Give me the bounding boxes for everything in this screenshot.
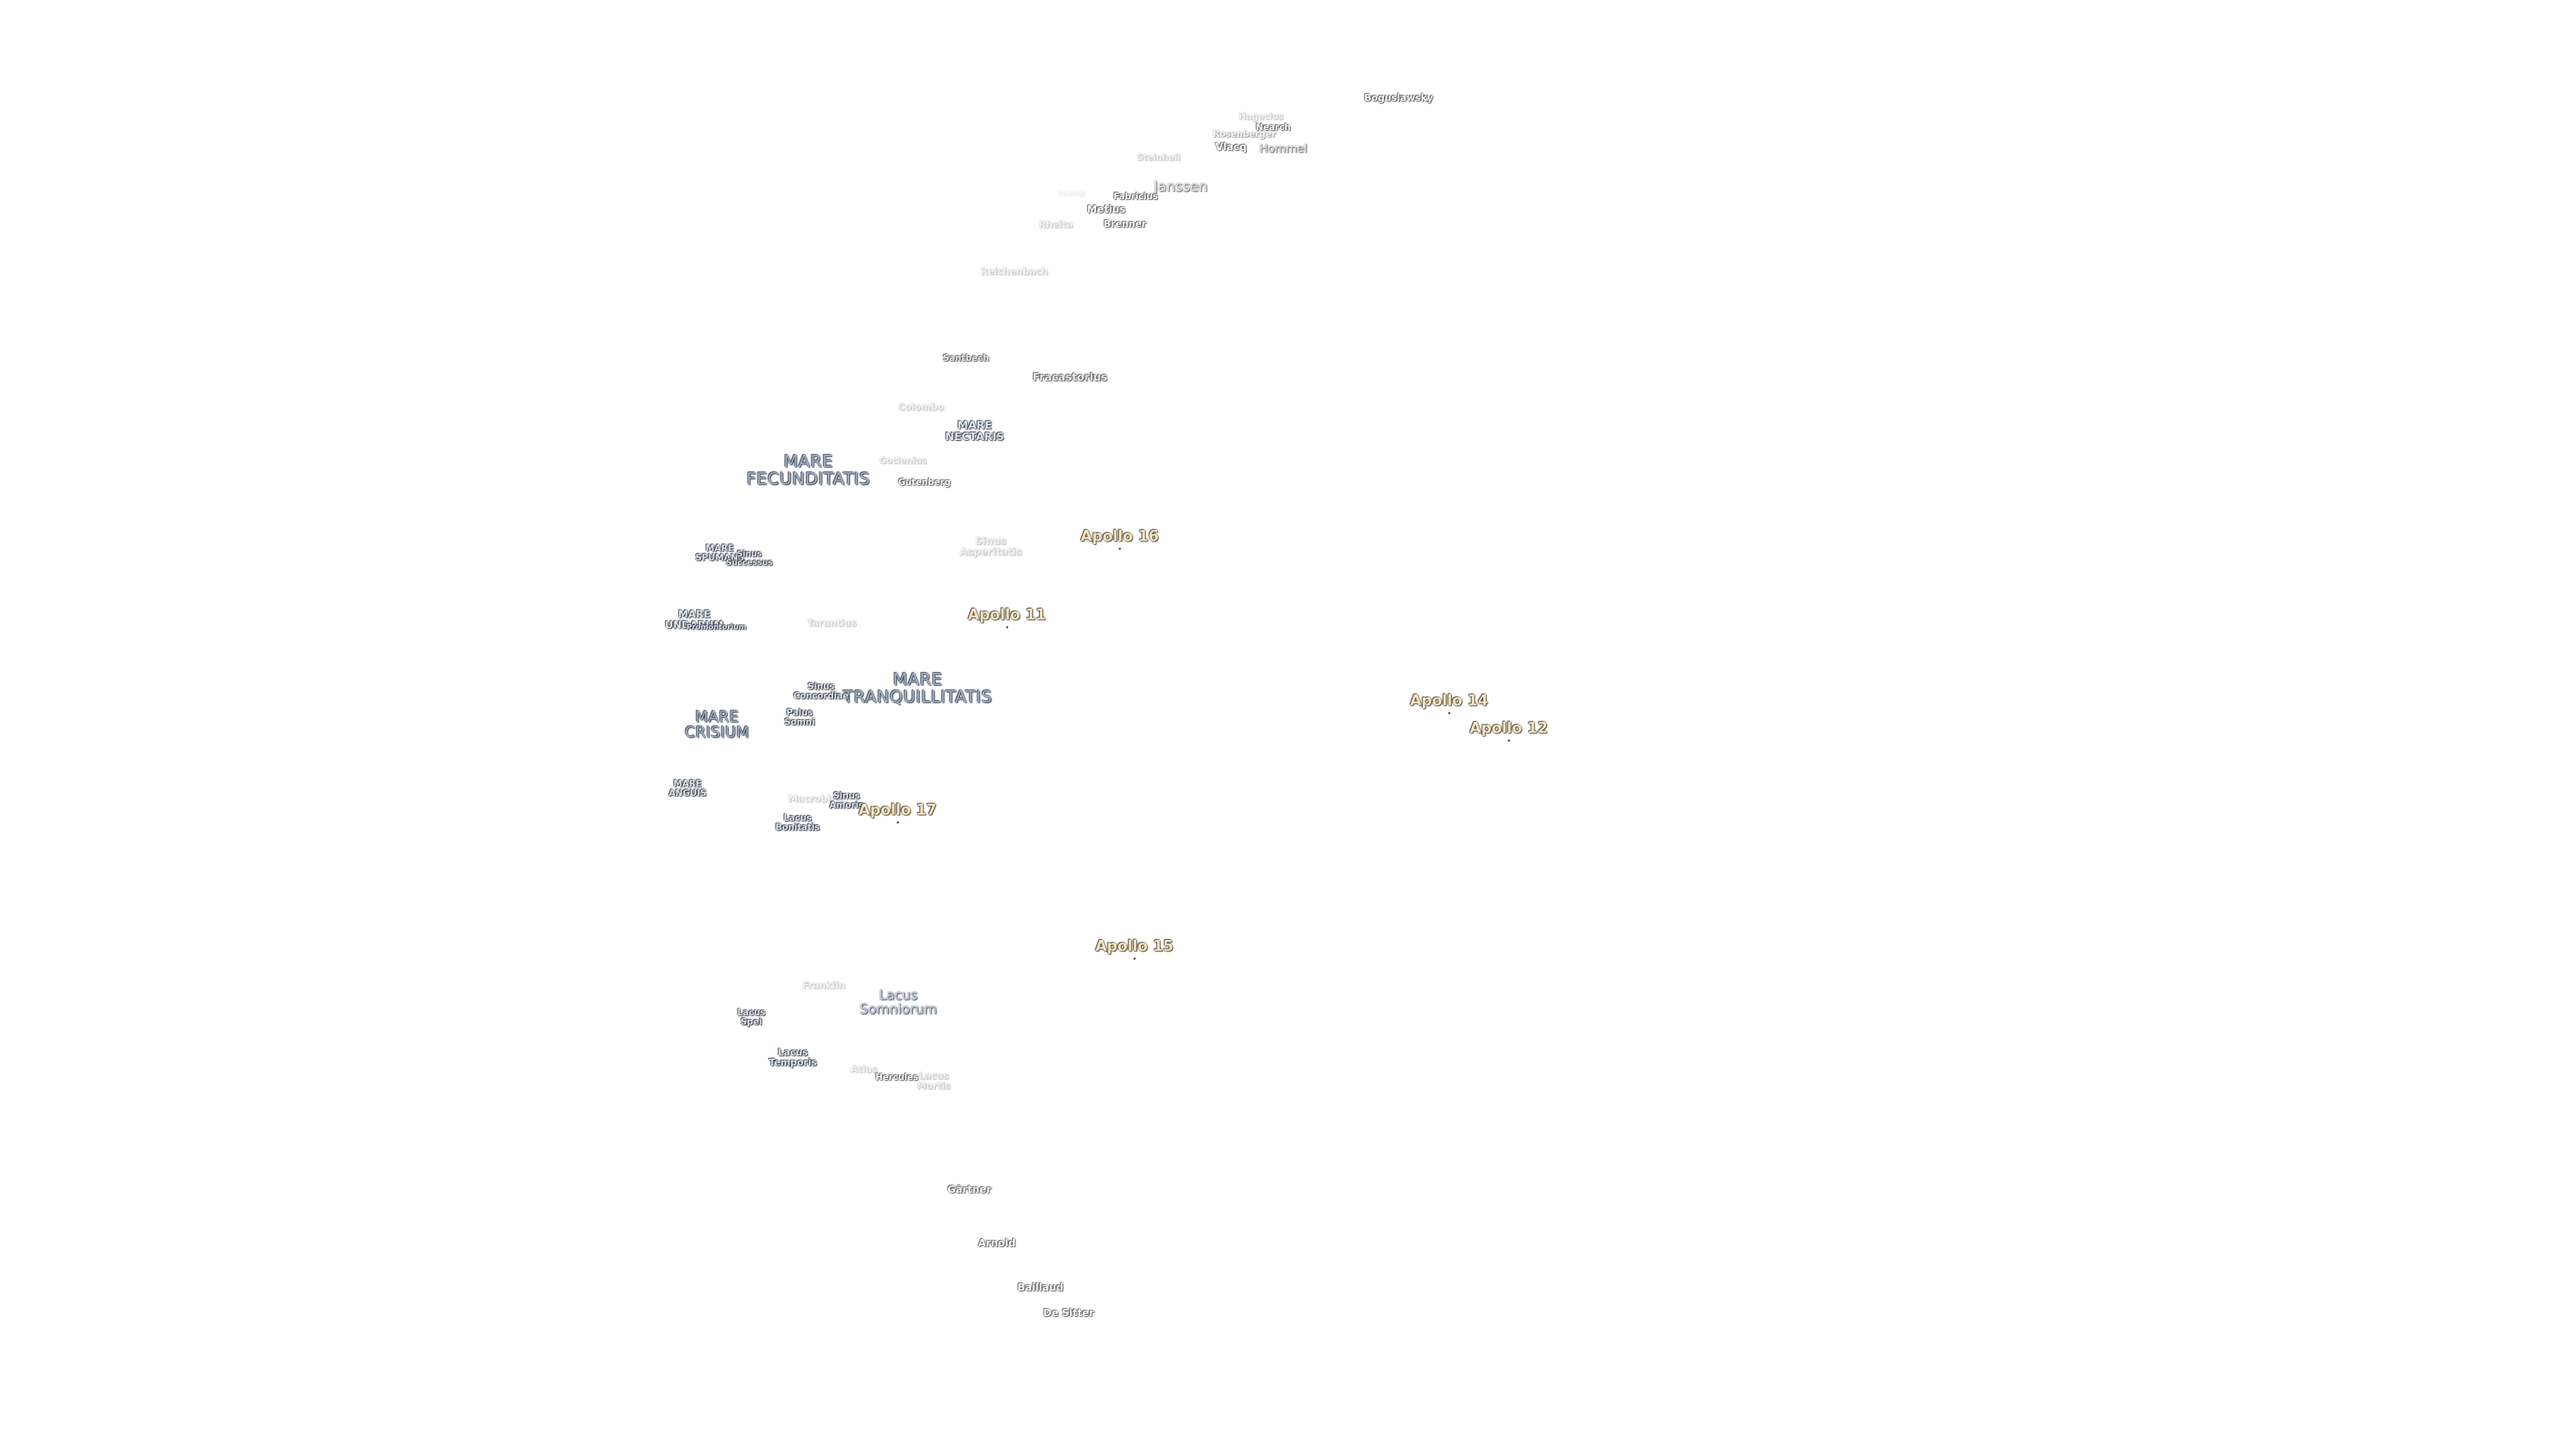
crater-label-franklin[interactable]: Franklin: [802, 980, 845, 991]
apollo-17-landing-site[interactable]: Apollo 17: [858, 802, 937, 824]
promontorium-label[interactable]: Promontorium: [686, 623, 747, 632]
crater-label-rosenberger[interactable]: Rosenberger: [1213, 129, 1276, 140]
mare-label-tranquillitatis[interactable]: MARE TRANQUILLITATIS: [843, 669, 993, 706]
mare-label-anguis[interactable]: MARE ANGUIS: [668, 779, 707, 798]
crater-label-nearch[interactable]: Nearch: [1256, 123, 1291, 133]
crater-label-vlacq[interactable]: Vlacq: [1215, 141, 1247, 154]
crater-label-metius[interactable]: Metius: [1087, 203, 1126, 216]
crater-label-boguslawsky[interactable]: Boguslawsky: [1364, 93, 1434, 104]
crater-label-rheita[interactable]: Rheita: [1038, 219, 1073, 231]
lacus-label-temporis[interactable]: Lacus Temporis: [769, 1047, 817, 1068]
mare-label-fecunditatis[interactable]: MARE FECUNDITATIS: [746, 451, 871, 488]
crater-label-atlas[interactable]: Atlas: [850, 1064, 878, 1075]
apollo-11-landing-site[interactable]: Apollo 11: [967, 606, 1046, 629]
sinus-label-successus[interactable]: Sinus Successus: [726, 549, 773, 567]
crater-label-baillaud[interactable]: Baillaud: [1017, 1281, 1064, 1294]
crater-label-goclenius[interactable]: Goclenius: [879, 456, 927, 467]
sinus-label-amoris[interactable]: Sinus Amoris: [829, 791, 864, 810]
mare-label-crisium[interactable]: MARE CRISIUM: [684, 708, 750, 741]
lacus-label-somniorum[interactable]: Lacus Somniorum: [859, 987, 937, 1017]
crater-label-gutenberg[interactable]: Gutenberg: [898, 478, 951, 488]
crater-label-hommel[interactable]: Hommel: [1259, 142, 1307, 156]
crater-label-hercules[interactable]: Hercules: [875, 1073, 919, 1083]
crater-label-young[interactable]: Young: [1057, 189, 1085, 199]
crater-label-colombo[interactable]: Colombo: [898, 402, 945, 413]
palus-label-somni[interactable]: Palus Somni: [784, 708, 815, 727]
crater-label-macrobius[interactable]: Macrobius: [788, 794, 843, 805]
mare-label-spumans[interactable]: MARE SPUMANS: [695, 543, 745, 563]
sinus-label-concordiae[interactable]: Sinus Concordiae: [793, 682, 849, 701]
crater-label-de-sitter[interactable]: De Sitter: [1043, 1307, 1094, 1320]
crater-label-fracastorius[interactable]: Fracastorius: [1032, 370, 1108, 384]
crater-label-arnold[interactable]: Arnold: [978, 1237, 1016, 1250]
apollo-14-landing-site[interactable]: Apollo 14: [1409, 692, 1489, 714]
lacus-label-mortis[interactable]: Lacus Mortis: [916, 1071, 951, 1091]
crater-label-fabricius[interactable]: Fabricius: [1113, 192, 1159, 203]
crater-label-santbech[interactable]: Santbech: [943, 354, 989, 364]
lacus-label-bonitatis[interactable]: Lacus Bonitatis: [775, 813, 820, 833]
apollo-16-landing-site[interactable]: Apollo 16: [1080, 528, 1159, 550]
crater-label-hagecius[interactable]: Hagecius: [1238, 112, 1284, 123]
crater-label-brenner[interactable]: Brenner: [1104, 219, 1146, 230]
mare-label-nectaris[interactable]: MARE NECTARIS: [945, 419, 1004, 443]
crater-label-steinheil[interactable]: Steinheil: [1136, 153, 1181, 164]
crater-label-gartner[interactable]: Gärtner: [947, 1183, 991, 1196]
mare-label-undarum[interactable]: MARE UNDARUM: [665, 608, 724, 631]
apollo-12-landing-site[interactable]: Apollo 12: [1469, 720, 1548, 742]
sinus-label-asperitatis[interactable]: Sinus Asperitatis: [959, 535, 1022, 557]
apollo-15-landing-site[interactable]: Apollo 15: [1095, 938, 1174, 960]
crater-label-janssen[interactable]: Janssen: [1153, 178, 1208, 195]
lacus-label-spei[interactable]: Lacus Spei: [737, 1008, 765, 1027]
crater-label-reichenbach[interactable]: Reichenbach: [980, 266, 1049, 278]
crater-label-taruntius[interactable]: Taruntius: [807, 618, 857, 629]
